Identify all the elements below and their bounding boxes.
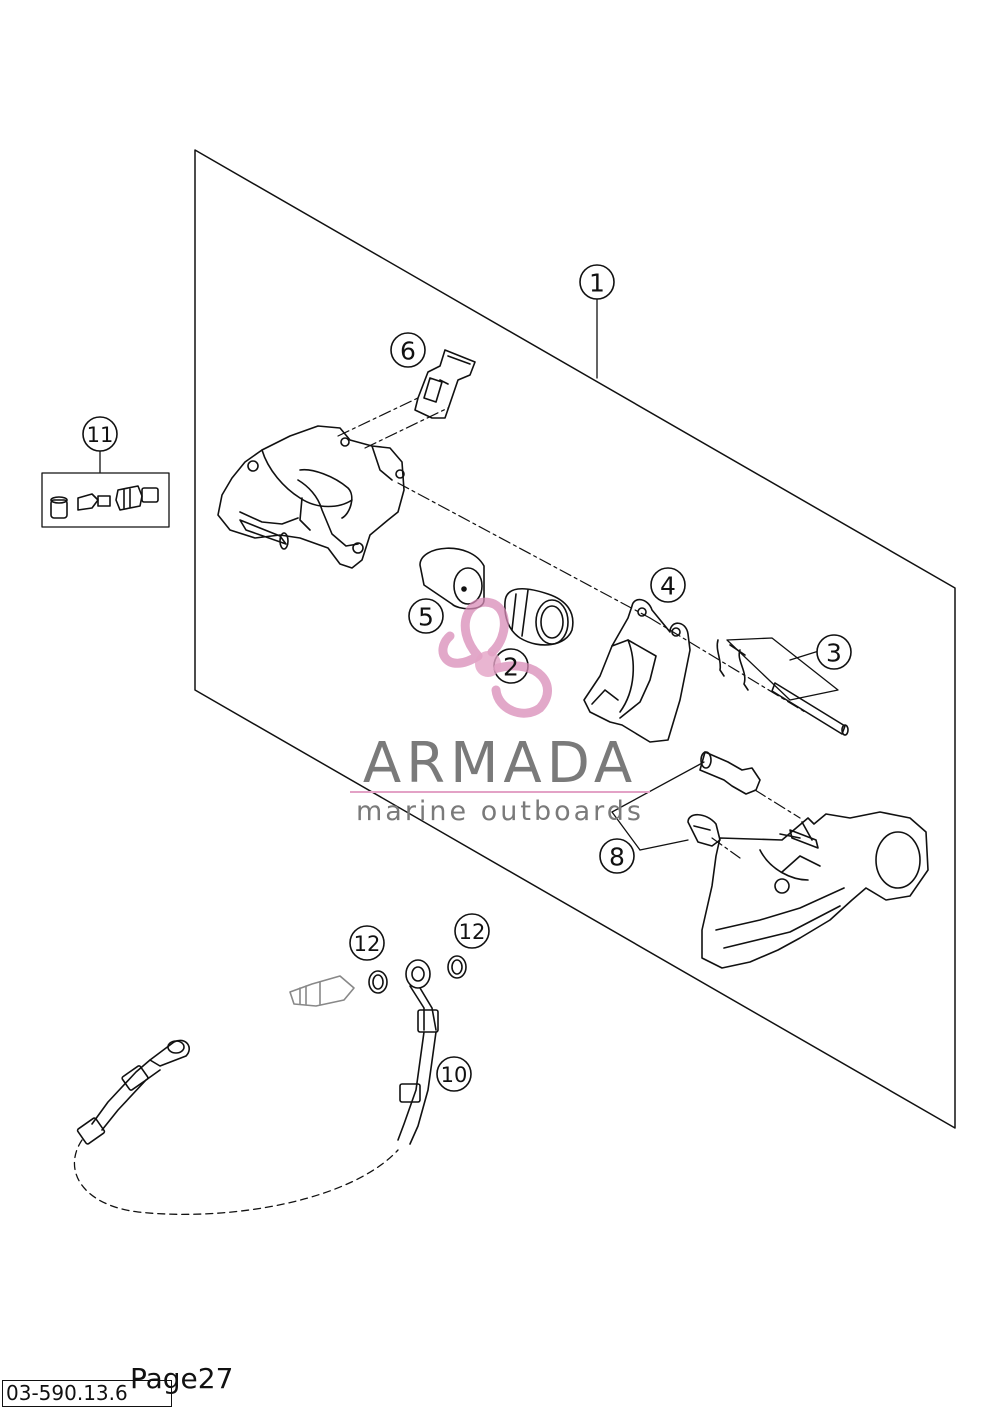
watermark-brand: ARMADA — [363, 731, 637, 796]
callout-12b: 12 — [459, 920, 486, 944]
callout-6-circle — [390, 332, 426, 368]
callout-4: 4 — [660, 572, 676, 601]
callout-8: 8 — [609, 843, 625, 872]
logo-hub — [475, 651, 501, 677]
hose-dashed-path — [73, 1139, 399, 1215]
callout-11-circle — [82, 416, 118, 452]
document-code: 03-590.13.6 — [2, 1380, 172, 1407]
callout-3-circle — [816, 634, 852, 670]
callout-circles — [82, 264, 852, 1092]
bleeder-kit-box — [41, 472, 170, 528]
banjo-bolt — [289, 975, 355, 1007]
callout-10-circle — [436, 1056, 472, 1092]
brake-pads — [583, 598, 691, 743]
callout-6: 6 — [400, 337, 416, 366]
washers — [368, 955, 467, 994]
callout-8-circle — [599, 838, 635, 874]
bracket-pin — [779, 829, 819, 849]
caliper-bracket — [701, 811, 929, 969]
armada-propeller-logo — [438, 597, 552, 718]
callout-5: 5 — [418, 603, 434, 632]
watermark-tagline: marine outboards — [356, 796, 644, 827]
caliper-assembly-outline — [194, 149, 956, 1129]
callout-4-circle — [650, 567, 686, 603]
piston — [419, 547, 485, 610]
callout-12a: 12 — [354, 932, 381, 956]
page-label: Page27 — [130, 1362, 234, 1395]
callout-11: 11 — [87, 423, 114, 447]
pad-spring — [414, 349, 476, 419]
callout-12a-circle — [349, 925, 385, 961]
piston-seal — [504, 587, 574, 646]
callout-10: 10 — [441, 1063, 468, 1087]
callout-3: 3 — [826, 639, 842, 668]
callout-2: 2 — [503, 653, 519, 682]
callout-1: 1 — [589, 269, 605, 298]
callout-1-circle — [579, 264, 615, 300]
alignment-lines — [337, 396, 806, 859]
caliper-body — [217, 425, 405, 569]
callout-12b-circle — [454, 913, 490, 949]
caliper-pin — [239, 519, 289, 550]
slide-bolts — [687, 751, 761, 847]
pad-pin — [716, 639, 849, 736]
brake-hose — [76, 959, 439, 1145]
callout-5-circle — [408, 598, 444, 634]
leader-lines — [99, 297, 839, 851]
